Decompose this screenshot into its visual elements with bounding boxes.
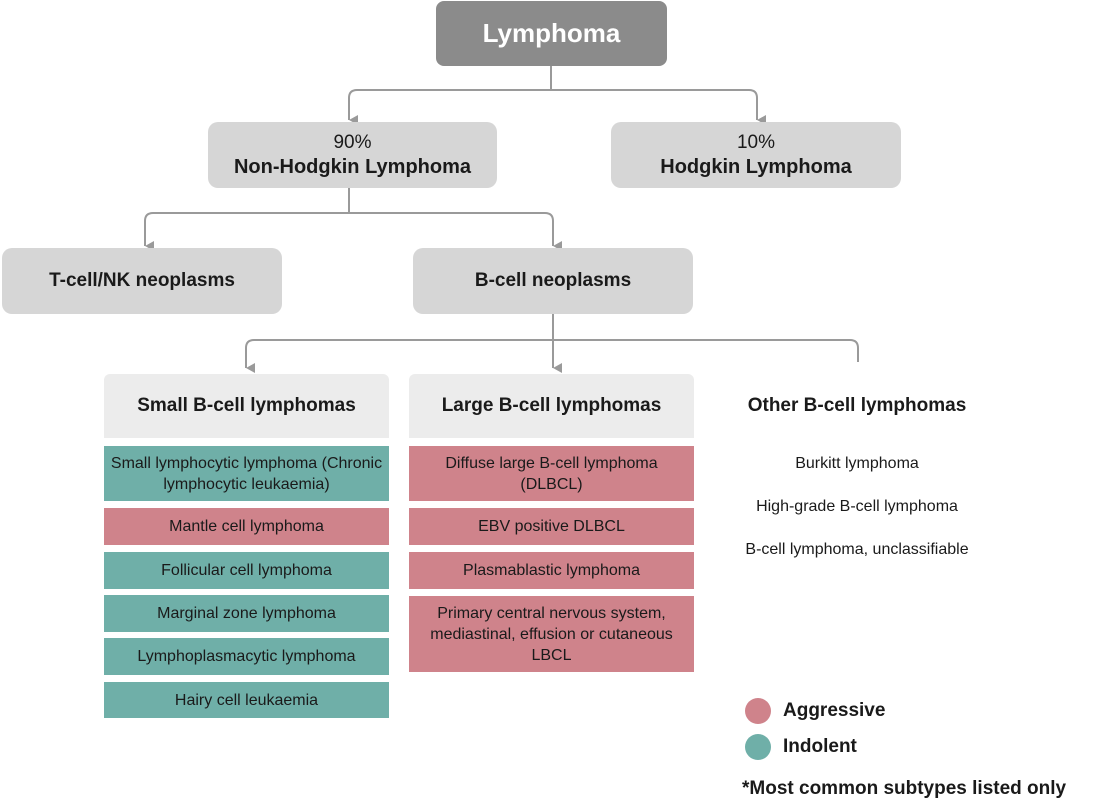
root-label: Lymphoma xyxy=(482,18,621,48)
small-bcell-title: Small B-cell lymphomas xyxy=(137,395,356,416)
other-item-burkitt: Burkitt lymphoma xyxy=(795,455,919,472)
list-item: Follicular cell lymphoma xyxy=(104,552,389,589)
bcell-node: B-cell neoplasms xyxy=(413,248,693,314)
large-bcell-title: Large B-cell lymphomas xyxy=(441,395,662,416)
legend-indolent-label: Indolent xyxy=(783,736,857,757)
legend-aggressive-swatch xyxy=(745,698,771,724)
arrow-to-nhl xyxy=(348,89,551,125)
small-bcell-header: Small B-cell lymphomas xyxy=(104,374,389,438)
list-item: Marginal zone lymphoma xyxy=(104,595,389,632)
tcell-label: T-cell/NK neoplasms xyxy=(49,270,235,291)
other-bcell-title: Other B-cell lymphomas xyxy=(747,395,967,416)
other-item-unclassifiable: B-cell lymphoma, unclassifiable xyxy=(745,541,969,558)
list-item: Hairy cell leukaemia xyxy=(104,682,389,718)
bcell-label: B-cell neoplasms xyxy=(474,270,632,291)
legend-indolent-swatch xyxy=(745,734,771,760)
list-item: Mantle cell lymphoma xyxy=(104,508,389,545)
list-item: Small lymphocytic lymphoma (Chronic lymp… xyxy=(104,446,389,501)
hl-node: 10% Hodgkin Lymphoma xyxy=(611,122,901,188)
arrow-to-bcell xyxy=(349,212,562,251)
list-item: Lymphoplasmacytic lymphoma xyxy=(104,638,389,675)
root-node: Lymphoma xyxy=(436,1,667,66)
legend-aggressive-label: Aggressive xyxy=(783,700,886,721)
nhl-label: Non-Hodgkin Lymphoma xyxy=(233,155,472,178)
hl-percent: 10% xyxy=(736,131,776,153)
list-item: EBV positive DLBCL xyxy=(409,508,694,545)
other-item-high-grade: High-grade B-cell lymphoma xyxy=(756,498,958,515)
large-bcell-header: Large B-cell lymphomas xyxy=(409,374,694,438)
tcell-node: T-cell/NK neoplasms xyxy=(2,248,282,314)
nhl-node: 90% Non-Hodgkin Lymphoma xyxy=(208,122,497,188)
connector-to-other xyxy=(553,339,859,362)
hl-label: Hodgkin Lymphoma xyxy=(660,155,852,178)
arrow-to-small xyxy=(245,339,553,373)
nhl-percent: 90% xyxy=(333,131,372,153)
other-bcell-header: Other B-cell lymphomas xyxy=(712,374,1002,438)
arrow-to-hl xyxy=(551,89,766,125)
list-item: Plasmablastic lymphoma xyxy=(409,552,694,589)
list-item: Diffuse large B-cell lymphoma (DLBCL) xyxy=(409,446,694,501)
list-item: Primary central nervous system, mediasti… xyxy=(409,596,694,672)
footnote: *Most common subtypes listed only xyxy=(742,778,1067,799)
arrow-to-tcell xyxy=(144,212,349,251)
